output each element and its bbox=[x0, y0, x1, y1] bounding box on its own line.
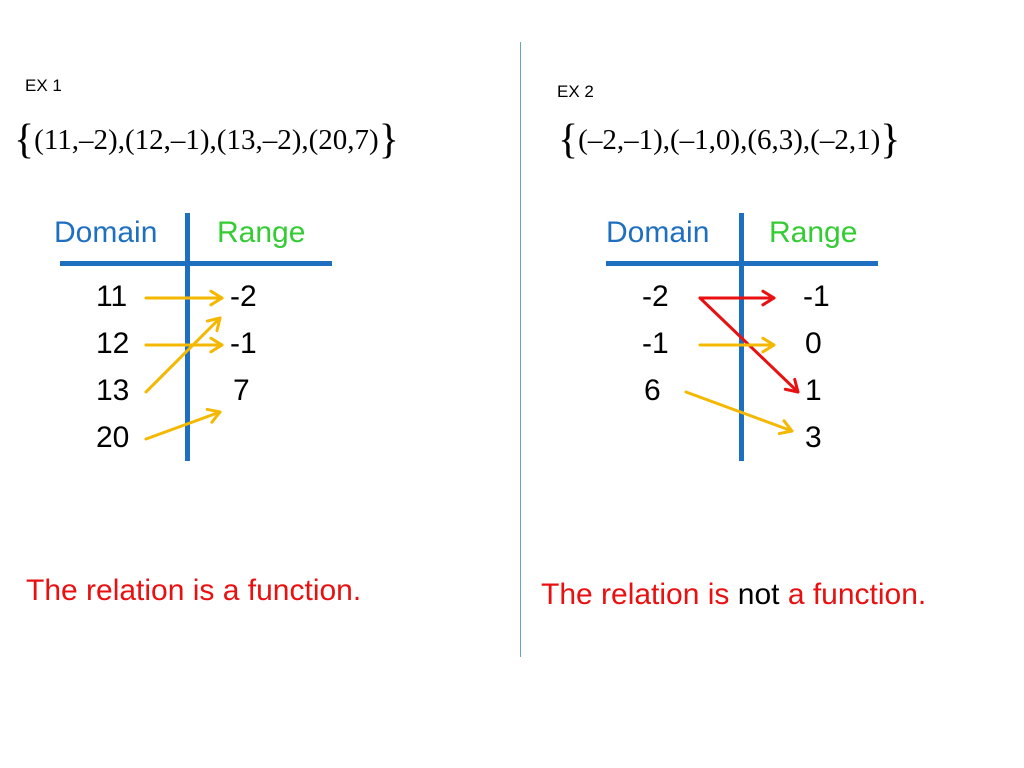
ex2-table-vertical-line bbox=[739, 213, 744, 461]
ex2-domain-value: -1 bbox=[642, 327, 669, 360]
ex2-relation-set: {(–2,–1),(–1,0),(6,3),(–2,1)} bbox=[558, 117, 901, 163]
ex1-table-vertical-line bbox=[185, 213, 190, 461]
ex2-conclusion-tail: a function. bbox=[779, 578, 927, 611]
ex1-mapping-arrow bbox=[144, 336, 224, 354]
ex2-range-value: 3 bbox=[805, 421, 822, 454]
ex1-pair2-x: 12 bbox=[134, 124, 164, 156]
ex2-mapping-arrow bbox=[698, 296, 800, 394]
ex1-range-value: -1 bbox=[230, 327, 257, 360]
ex2-domain-header: Domain bbox=[606, 216, 710, 249]
ex2-pair4-x: –2 bbox=[819, 124, 849, 156]
ex2-range-value: -1 bbox=[803, 280, 830, 313]
ex1-table-horizontal-line bbox=[60, 261, 332, 266]
ex2-conclusion: The relation is not a function. bbox=[541, 578, 926, 612]
ex1-mapping-arrow bbox=[144, 407, 222, 441]
ex2-pair2-x: –1 bbox=[679, 124, 709, 156]
ex1-conclusion: The relation is a function. bbox=[26, 574, 361, 608]
ex2-pair1-x: –2 bbox=[587, 124, 617, 156]
ex1-label: EX 1 bbox=[25, 76, 62, 95]
ex2-conclusion-emphasis: not bbox=[737, 578, 780, 611]
ex2-mapping-arrow bbox=[698, 289, 776, 307]
ex2-mapping-arrow bbox=[698, 336, 776, 354]
ex1-conclusion-text: The relation is a function. bbox=[26, 574, 362, 607]
ex1-domain-value: 20 bbox=[96, 421, 130, 454]
ex2-label: EX 2 bbox=[557, 82, 594, 101]
ex2-pair3-y: 3 bbox=[778, 124, 794, 156]
ex2-conclusion-text: The relation is bbox=[541, 578, 738, 611]
ex1-relation-set: {(11,–2),(12,–1),(13,–2),(20,7)} bbox=[14, 117, 399, 163]
ex2-pair2-y: 0 bbox=[715, 124, 731, 156]
ex1-domain-value: 11 bbox=[96, 280, 128, 313]
ex2-domain-value: 6 bbox=[644, 374, 661, 407]
ex1-range-value: -2 bbox=[230, 280, 257, 313]
panel-divider bbox=[520, 42, 521, 657]
ex1-pair3-y: –2 bbox=[262, 124, 292, 156]
ex1-range-value: 7 bbox=[233, 374, 250, 407]
ex1-domain-value: 13 bbox=[96, 374, 130, 407]
ex2-range-header: Range bbox=[769, 216, 858, 249]
ex1-mapping-arrow bbox=[144, 289, 224, 307]
ex1-pair1-x: 11 bbox=[43, 124, 72, 156]
ex1-domain-header: Domain bbox=[54, 216, 158, 249]
ex1-pair1-y: –2 bbox=[79, 124, 109, 156]
ex2-pair3-x: 6 bbox=[757, 124, 772, 156]
ex1-mapping-arrow bbox=[144, 316, 222, 394]
ex1-pair4-y: 7 bbox=[354, 124, 370, 156]
ex2-pair1-y: –1 bbox=[624, 124, 654, 156]
ex1-pair4-x: 20 bbox=[318, 124, 348, 156]
ex1-pair2-y: –1 bbox=[170, 124, 200, 156]
ex2-pair4-y: 1 bbox=[856, 124, 871, 156]
ex1-pair3-x: 13 bbox=[226, 124, 256, 156]
ex2-domain-value: -2 bbox=[642, 280, 669, 313]
ex2-range-value: 0 bbox=[805, 327, 822, 360]
ex1-domain-value: 12 bbox=[96, 327, 130, 360]
ex1-range-header: Range bbox=[217, 216, 306, 249]
ex2-range-value: 1 bbox=[805, 374, 822, 407]
